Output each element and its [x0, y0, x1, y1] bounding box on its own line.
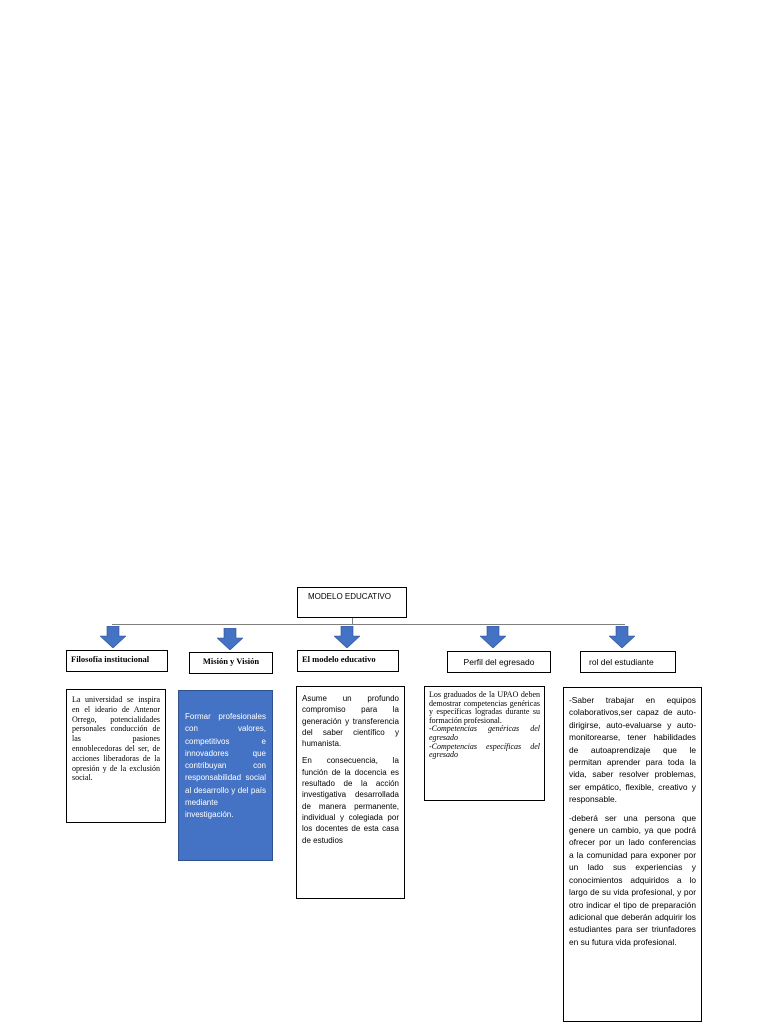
heading-rol-estudiante: rol del estudiante: [580, 651, 676, 673]
down-arrow-icon: [480, 626, 506, 648]
heading-filosofia-institucional: Filosofía institucional: [66, 650, 168, 672]
down-arrow-icon: [217, 628, 243, 650]
content-rol-estudiante: -Saber trabajar en equipos colaborativos…: [563, 687, 702, 1022]
diagram-title: MODELO EDUCATIVO: [308, 592, 391, 601]
heading-label: Perfil del egresado: [463, 657, 535, 667]
content-paragraph: En consecuencia, la función de la docenc…: [302, 756, 399, 845]
competency-item: -Competencias genéricas del egresado: [429, 724, 540, 742]
competency-item: -Competencias específicas del egresado: [429, 741, 540, 760]
heading-modelo-educativo: El modelo educativo: [297, 650, 399, 672]
heading-label: El modelo educativo: [302, 654, 376, 664]
heading-mision-vision: Misión y Visión: [189, 652, 273, 674]
content-modelo-educativo: Asume un profundo compromiso para la gen…: [296, 686, 405, 899]
content-mision-vision: Formar profesionales con valores, compet…: [178, 690, 273, 861]
down-arrow-icon: [609, 626, 635, 648]
content-paragraph: Asume un profundo compromiso para la gen…: [302, 694, 399, 749]
down-arrow-icon: [334, 626, 360, 648]
content-paragraph: La universidad se inspira en el ideario …: [72, 695, 160, 783]
title-connector-vertical: [352, 618, 353, 624]
heading-label: Filosofía institucional: [71, 654, 150, 664]
connector-horizontal-line: [112, 624, 625, 625]
diagram-title-box: MODELO EDUCATIVO: [297, 587, 407, 618]
content-paragraph: -deberá ser una persona que genere un ca…: [569, 812, 696, 947]
content-perfil-egresado: Los graduados de la UPAO deben demostrar…: [424, 686, 545, 801]
down-arrow-icon: [100, 626, 126, 648]
content-paragraph: Formar profesionales con valores, compet…: [185, 712, 266, 820]
heading-label: Misión y Visión: [202, 656, 260, 666]
content-paragraph: -Saber trabajar en equipos colaborativos…: [569, 695, 696, 805]
content-paragraph: Los graduados de la UPAO deben demostrar…: [429, 690, 540, 725]
heading-label: rol del estudiante: [589, 657, 654, 667]
content-filosofia-institucional: La universidad se inspira en el ideario …: [66, 689, 166, 823]
heading-perfil-egresado: Perfil del egresado: [447, 651, 551, 673]
